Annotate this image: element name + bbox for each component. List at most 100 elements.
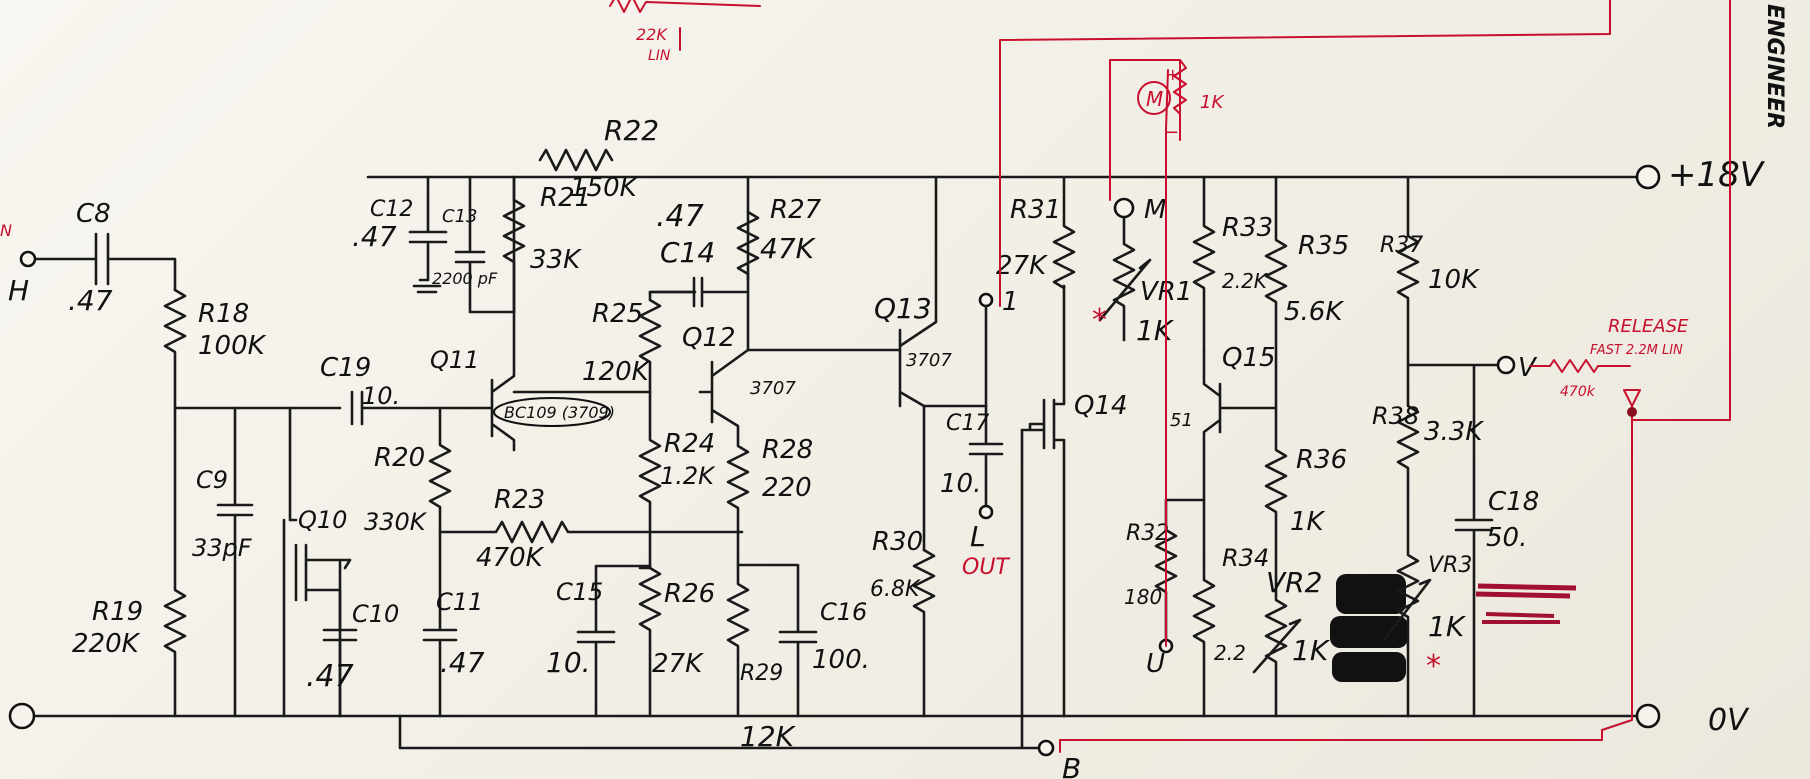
r19-resistor <box>163 406 187 718</box>
q11-label: Q11 <box>430 346 479 374</box>
c10-value: .47 <box>306 659 354 694</box>
r20-resistor <box>428 406 452 622</box>
c14-capacitor <box>648 276 750 308</box>
q12-label: Q12 <box>682 323 736 353</box>
c12-capacitor <box>408 175 448 294</box>
c16-label: C16 <box>820 598 867 626</box>
r35-label: R35 <box>1298 231 1349 261</box>
c15-capacitor <box>576 564 652 718</box>
meter-label: M <box>1146 87 1163 111</box>
top-pot-value: 22K <box>636 25 668 44</box>
r26-resistor <box>638 566 662 718</box>
r18-label: R18 <box>198 299 249 329</box>
c14-label: C14 <box>660 236 715 269</box>
vr3-star: * <box>1426 649 1441 684</box>
c11-capacitor <box>422 618 458 718</box>
r27-label: R27 <box>770 195 822 225</box>
redaction-block-2 <box>1330 616 1408 648</box>
vr2-value: 1K <box>1292 634 1331 667</box>
q13-label: Q13 <box>874 292 932 325</box>
r32-label: R32 <box>1126 521 1169 546</box>
c17-label: C17 <box>946 411 989 436</box>
q11-type-circle <box>493 397 611 427</box>
q11-transistor <box>468 175 516 452</box>
ground-rail-terminal-right <box>1635 703 1661 729</box>
r24-label: R24 <box>664 429 715 459</box>
positive-rail-terminal <box>1635 164 1661 190</box>
r22-label: R22 <box>604 114 659 147</box>
r26-label: R26 <box>664 579 715 609</box>
rail-top-label: +18V <box>1668 155 1766 195</box>
ground-return-wire <box>398 428 1042 750</box>
r34-resistor <box>1192 558 1216 718</box>
r30-value: 6.8K <box>870 577 921 602</box>
ground-rail-terminal-left <box>8 702 36 730</box>
r28-label: R28 <box>762 435 813 465</box>
node-v-label: V <box>1518 353 1538 383</box>
r19-label: R19 <box>92 597 143 627</box>
q11-type: BC109 (3709) <box>504 403 615 422</box>
q15-type: 51 <box>1170 410 1193 431</box>
out-label: OUT <box>962 555 1010 580</box>
node-v-terminal <box>1496 355 1516 375</box>
c13-capacitor <box>454 175 516 314</box>
c14-value: .47 <box>656 199 704 234</box>
r28-value: 220 <box>762 473 812 503</box>
r23-value: 470K <box>476 543 545 573</box>
meter-circle <box>1137 81 1171 115</box>
node-b-label: B <box>1062 752 1081 779</box>
r30-resistor <box>912 548 936 718</box>
c12-value: .47 <box>352 220 397 253</box>
r22-resistor <box>538 148 614 172</box>
r37-value: 10K <box>1428 265 1480 295</box>
r31-resistor <box>1052 175 1076 290</box>
c18-label: C18 <box>1488 487 1539 517</box>
r31-label: R31 <box>1010 195 1061 225</box>
c18-value: 50. <box>1486 523 1527 553</box>
r37-label: R37 <box>1380 233 1423 258</box>
r21-value: 33K <box>530 245 582 275</box>
c13-label: C13 <box>442 206 477 227</box>
r23-resistor <box>438 520 744 544</box>
r35-r36-vr2-chain <box>1228 175 1302 718</box>
c19-label: C19 <box>320 353 371 383</box>
redaction-block-1 <box>1336 574 1406 614</box>
r20-label: R20 <box>374 443 425 473</box>
side-stamp: ENGINEER <box>1762 4 1787 129</box>
node-u-label: U <box>1146 649 1165 679</box>
input-terminal <box>19 250 37 268</box>
r27-value: 47K <box>760 232 817 265</box>
node-1-terminal <box>978 292 994 308</box>
r25-value: 120K <box>582 357 651 387</box>
r33-resistor <box>1192 175 1216 352</box>
vr1-value: 1K <box>1136 314 1175 347</box>
meter-resistor-value: 1K <box>1200 92 1224 113</box>
input-n-label: N <box>0 221 12 240</box>
r34-label: R34 <box>1222 544 1269 572</box>
r20-value: 330K <box>364 508 428 536</box>
scribble-out-1 <box>1475 583 1577 599</box>
r30-label: R30 <box>872 527 923 557</box>
top-pot <box>609 0 761 51</box>
r29-label: R29 <box>740 661 783 686</box>
r24-resistor <box>638 390 662 570</box>
c13-value: 2200 pF <box>432 269 498 288</box>
q14-label: Q14 <box>1074 391 1128 421</box>
q15-transistor <box>1202 348 1232 562</box>
release-pot-value: FAST 2.2M LIN <box>1590 343 1683 358</box>
vr1-star: * <box>1092 303 1107 338</box>
node-1-label: 1 <box>1002 287 1019 317</box>
c8-label: C8 <box>76 199 111 229</box>
q13-type: 3707 <box>906 350 952 371</box>
r27-resistor <box>736 210 760 282</box>
vr2-label: VR2 <box>1266 566 1322 599</box>
c17-value: 10. <box>940 469 981 499</box>
c16-value: 100. <box>812 645 870 675</box>
r32-value: 180 <box>1124 585 1162 609</box>
red-junction <box>1627 407 1637 417</box>
vr3-label: VR3 <box>1428 553 1472 578</box>
top-pot-lin: LIN <box>648 48 671 64</box>
node-b-terminal <box>1037 739 1055 757</box>
c8-value: .47 <box>68 284 113 317</box>
